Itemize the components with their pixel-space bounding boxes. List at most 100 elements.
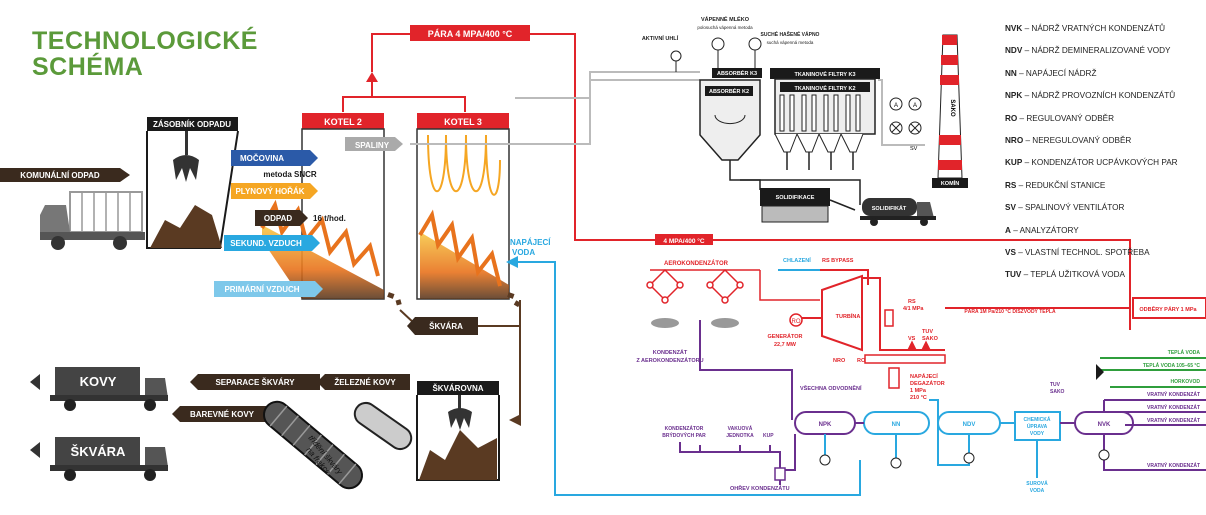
metals-truck-icon bbox=[50, 367, 168, 411]
title-line-1: TECHNOLOGICKÉ bbox=[32, 27, 258, 55]
chimney-stripes bbox=[938, 35, 962, 170]
rs-bypass-label: RS BYPASS bbox=[822, 258, 854, 264]
brydove-label-2: BRÝDOVÝCH PAR bbox=[662, 432, 706, 439]
steam-export-box bbox=[1132, 297, 1206, 319]
feedwater-line-bottom bbox=[590, 460, 861, 496]
aircond-condensate-1: KONDENZÁT bbox=[653, 349, 688, 356]
boiler2-label: KOTEL 2 bbox=[324, 117, 362, 127]
residue-lines bbox=[729, 152, 861, 211]
water-treatment-box bbox=[1014, 411, 1061, 441]
gas-burner-arrow bbox=[231, 183, 318, 199]
flue-duct-out bbox=[878, 79, 925, 146]
vacuum-label-1: VAKUOVÁ bbox=[728, 425, 753, 432]
aircond-condensate-2: Z AEROKONDENZÁTORU bbox=[636, 357, 703, 364]
analyzer-2-icon bbox=[908, 97, 922, 111]
feedwater-label-2: VODA bbox=[512, 248, 535, 257]
legend-text: – SPALINOVÝ VENTILÁTOR bbox=[1015, 203, 1125, 213]
legend-item: A – ANALYZÁTORY bbox=[1005, 226, 1205, 248]
hot-water-105-label: TEPLÁ VODA 105–65 °C bbox=[1143, 362, 1201, 369]
sorting-drum-rings bbox=[269, 405, 357, 485]
legend-item: NRO – NEREGULOVANÝ ODBĚR bbox=[1005, 136, 1205, 158]
primary-air-label: PRIMÁRNÍ VZDUCH bbox=[224, 285, 299, 294]
legend-text: – NAPÁJECÍ NÁDRŽ bbox=[1016, 68, 1097, 78]
vacuum-label-2: JEDNOTKA bbox=[726, 433, 754, 439]
heat-exchanger-icon bbox=[1096, 364, 1104, 380]
municipal-waste-arrow bbox=[0, 168, 130, 182]
legend-text: – REDUKČNÍ STANICE bbox=[1016, 180, 1106, 190]
bypass-line bbox=[820, 269, 869, 285]
legend-text: – VLASTNÍ TECHNOL. SPOTŘEBA bbox=[1015, 247, 1150, 257]
carbon-dosing-icon bbox=[670, 50, 682, 62]
legend-item: TUV – TEPLÁ UŽITKOVÁ VODA bbox=[1005, 270, 1205, 292]
solidificate-truck-icon bbox=[860, 198, 936, 226]
boiler3-flames bbox=[418, 209, 502, 287]
municipal-waste-label: KOMUNÁLNÍ ODPAD bbox=[20, 171, 100, 180]
generator-icon bbox=[789, 313, 803, 327]
feedwater-line bbox=[506, 256, 590, 496]
aircondenser-label: AEROKONDENZÁTOR bbox=[664, 260, 729, 267]
degasser-column bbox=[888, 367, 900, 389]
legend-abbr: NRO bbox=[1005, 135, 1024, 145]
ndv-label: NDV bbox=[963, 422, 976, 428]
legend-item: VS – VLASTNÍ TECHNOL. SPOTŘEBA bbox=[1005, 248, 1205, 270]
nonferrous-label: BAREVNÉ KOVY bbox=[190, 410, 255, 419]
legend-item: NVK – NÁDRŽ VRATNÝCH KONDENZÁTŮ bbox=[1005, 24, 1205, 46]
rs-mpa-label: 4/1 MPa bbox=[903, 306, 924, 312]
legend-abbr: A bbox=[1005, 225, 1011, 235]
iron-conveyor bbox=[353, 401, 413, 451]
analyzer-2-label: A bbox=[913, 103, 917, 109]
legend-text: – NÁDRŽ PROVOZNÍCH KONDENZÁTŮ bbox=[1022, 91, 1176, 101]
legend-item: NN – NAPÁJECÍ NÁDRŽ bbox=[1005, 69, 1205, 91]
steam-1mpa-line bbox=[945, 307, 1131, 330]
return-condensate-3: VRATNÝ KONDENZÁT bbox=[1147, 417, 1200, 424]
legend: NVK – NÁDRŽ VRATNÝCH KONDENZÁTŮ NDV – NÁ… bbox=[1005, 24, 1205, 293]
waste-feed-arrow bbox=[255, 210, 308, 226]
legend-abbr: NDV bbox=[1005, 46, 1023, 56]
flue-duct-k3 bbox=[515, 71, 700, 99]
legend-abbr: NPK bbox=[1005, 91, 1023, 101]
legend-text: – ANALYZÁTORY bbox=[1010, 225, 1079, 235]
aircondenser-fans-icon bbox=[651, 318, 739, 328]
steam-1mpa-label: PÁRA 1M Pa/210 °C DISZVODY TEPLA bbox=[964, 308, 1056, 315]
vs-label: VS bbox=[908, 336, 916, 342]
nvk-label: NVK bbox=[1098, 422, 1111, 428]
generator-label: GENERÁTOR bbox=[767, 333, 802, 340]
separation-label: SEPARACE ŠKVÁRY bbox=[215, 378, 295, 387]
nn-label: NN bbox=[892, 422, 901, 428]
nonferrous-label-box bbox=[172, 406, 270, 422]
aircond-condensate-line bbox=[699, 320, 793, 420]
steam-label: PÁRA 4 MPA/400 °C bbox=[428, 29, 513, 39]
condensate-heater-icon bbox=[774, 467, 786, 481]
primary-air-arrow bbox=[214, 281, 323, 297]
solidification-label: SOLIDIFIKACE bbox=[776, 195, 815, 201]
flue-duct-k2 bbox=[410, 79, 700, 145]
steam-collector bbox=[864, 354, 946, 364]
steam-main-line bbox=[342, 33, 1131, 330]
iron-metals-label-box bbox=[317, 374, 410, 390]
legend-abbr: SV bbox=[1005, 203, 1016, 213]
absorber3-label: ABSORBÉR K3 bbox=[717, 69, 757, 77]
condensate-lower-lines bbox=[679, 442, 781, 470]
tuv-label: TUV bbox=[922, 329, 933, 335]
legend-item: RO – REGULOVANÝ ODBĚR bbox=[1005, 114, 1205, 136]
slag-to-plant-line bbox=[478, 325, 521, 426]
solidification-tank bbox=[760, 188, 830, 223]
slag-plant-label-box bbox=[417, 381, 499, 395]
slag-out-arrow bbox=[30, 442, 40, 458]
absorber2-label: ABSORBÉR K2 bbox=[709, 87, 749, 95]
secondary-air-arrow bbox=[224, 235, 320, 251]
gas-burner-label: PLYNOVÝ HOŘÁK bbox=[235, 187, 304, 196]
hot-water-lines bbox=[1100, 357, 1206, 388]
npk-label: NPK bbox=[819, 422, 832, 428]
legend-item: SV – SPALINOVÝ VENTILÁTOR bbox=[1005, 203, 1205, 225]
active-carbon-label: AKTIVNÍ UHLÍ bbox=[642, 34, 679, 42]
kup-label: KUP bbox=[763, 433, 774, 439]
boiler3-grate-fire bbox=[420, 232, 509, 299]
condensate-heating-label: OHŘEV KONDENZÁTU bbox=[730, 484, 790, 492]
crane-grab-icon bbox=[173, 131, 199, 182]
feedwater-label-1: NAPÁJECÍ bbox=[510, 238, 551, 247]
slag-particles bbox=[387, 292, 521, 308]
aircondenser bbox=[646, 268, 820, 304]
steam-label-box bbox=[410, 25, 530, 41]
